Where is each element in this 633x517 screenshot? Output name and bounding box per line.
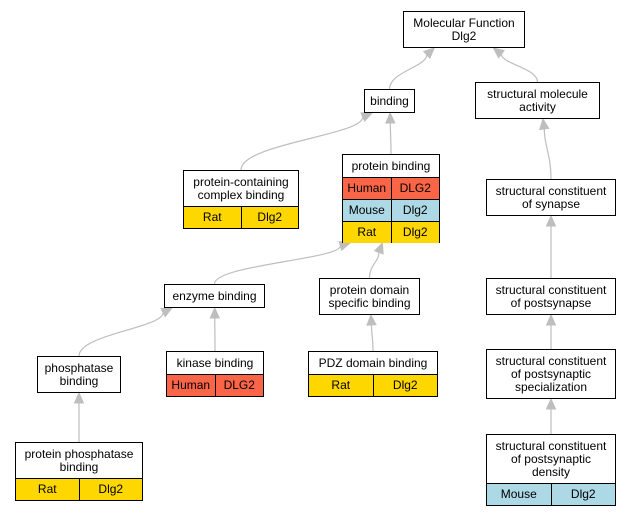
- node-label: structural molecule activity: [487, 86, 588, 114]
- arrowhead: [422, 47, 436, 59]
- species-cell: Mouse: [348, 203, 385, 217]
- edge-pccb-to-binding: [240, 116, 364, 171]
- edge-pdzb-to-pdsb: [370, 324, 374, 352]
- node-structural-constituent-of-postsynaptic-specialization[interactable]: structural constituent of postsynaptic s…: [486, 349, 616, 399]
- arrowhead: [160, 307, 174, 318]
- edge-pdsb-to-pb: [368, 252, 380, 279]
- annotation-row: Rat Dlg2: [343, 221, 439, 243]
- node-protein-containing-complex-binding[interactable]: protein-containing complex binding Rat D…: [183, 170, 299, 229]
- species-cell: Mouse: [500, 487, 537, 501]
- species-cell: Rat: [331, 378, 351, 392]
- annotation-row: Mouse Dlg2: [343, 199, 439, 221]
- arrowhead: [539, 117, 550, 131]
- node-protein-phosphatase-binding[interactable]: protein phosphatase binding Rat Dlg2: [15, 442, 143, 501]
- arrowhead: [545, 397, 557, 410]
- node-label: protein phosphatase binding: [24, 446, 134, 474]
- species-cell: Rat: [202, 210, 222, 224]
- annotation-row: Rat Dlg2: [309, 374, 437, 396]
- species-cell: Human: [347, 181, 387, 195]
- gene-cell: Dlg2: [390, 222, 440, 243]
- node-structural-constituent-of-postsynaptic-density[interactable]: structural constituent of postsynaptic d…: [486, 434, 616, 506]
- arrowhead: [373, 241, 384, 255]
- node-label: structural constituent of postsynaptic d…: [495, 438, 607, 479]
- species-cell: Rat: [357, 225, 377, 239]
- annotation-row: Human DLG2: [167, 374, 263, 396]
- arrowhead: [366, 313, 377, 326]
- arrowhead: [360, 112, 374, 123]
- node-label: binding: [370, 93, 409, 108]
- gene-cell: DLG2: [214, 375, 264, 396]
- gene-cell: Dlg2: [372, 375, 438, 396]
- arrowhead: [545, 313, 557, 326]
- gene-cell: Dlg2: [550, 484, 616, 505]
- node-label: Molecular Function Dlg2: [413, 15, 515, 43]
- node-structural-constituent-of-postsynapse[interactable]: structural constituent of postsynapse: [486, 278, 616, 315]
- edge-scs-to-sma: [543, 128, 552, 180]
- gene-cell: Dlg2: [390, 200, 440, 221]
- node-structural-molecule-activity[interactable]: structural molecule activity: [475, 82, 600, 119]
- edge-phb-to-eb: [78, 312, 164, 357]
- node-label: structural constituent of postsynapse: [495, 282, 607, 310]
- node-label: kinase binding: [176, 355, 254, 370]
- gene-cell: DLG2: [390, 178, 440, 199]
- node-label: structural constituent of postsynaptic s…: [495, 353, 607, 394]
- annotation-row: Mouse Dlg2: [487, 483, 615, 505]
- node-label: protein-containing complex binding: [193, 174, 289, 202]
- node-kinase-binding[interactable]: kinase binding Human DLG2: [166, 351, 264, 397]
- node-label: protein binding: [351, 158, 431, 173]
- node-phosphatase-binding[interactable]: phosphatase binding: [37, 356, 121, 393]
- node-label: PDZ domain binding: [318, 355, 428, 370]
- node-label: phosphatase binding: [44, 360, 114, 388]
- node-enzyme-binding[interactable]: enzyme binding: [164, 284, 265, 308]
- edge-sma-to-root: [500, 53, 539, 83]
- arrowhead: [385, 111, 396, 124]
- annotation-row: Human DLG2: [343, 177, 439, 199]
- node-binding[interactable]: binding: [364, 89, 415, 113]
- edge-pb-to-binding: [389, 122, 392, 155]
- node-label: structural constituent of synapse: [495, 183, 607, 211]
- arrowhead: [209, 306, 221, 319]
- annotation-row: Rat Dlg2: [16, 478, 142, 500]
- node-pdz-domain-binding[interactable]: PDZ domain binding Rat Dlg2: [308, 351, 438, 397]
- node-structural-constituent-of-synapse[interactable]: structural constituent of synapse: [486, 179, 616, 216]
- node-molecular-function[interactable]: Molecular Function Dlg2: [403, 11, 525, 48]
- edge-eb-to-pb: [213, 245, 342, 285]
- arrowhead: [492, 47, 505, 59]
- gene-cell: Dlg2: [78, 479, 143, 500]
- node-protein-binding[interactable]: protein binding Human DLG2 Mouse Dlg2 Ra…: [342, 154, 440, 243]
- edge-binding-to-root: [388, 54, 428, 90]
- arrowhead: [73, 391, 85, 404]
- species-cell: Rat: [37, 482, 57, 496]
- arrowhead: [545, 214, 557, 227]
- annotation-row: Rat Dlg2: [184, 206, 298, 228]
- gene-cell: Dlg2: [240, 207, 299, 228]
- species-cell: Human: [171, 378, 211, 392]
- node-protein-domain-specific-binding[interactable]: protein domain specific binding: [319, 278, 420, 315]
- node-label: protein domain specific binding: [328, 282, 411, 310]
- node-label: enzyme binding: [172, 288, 257, 303]
